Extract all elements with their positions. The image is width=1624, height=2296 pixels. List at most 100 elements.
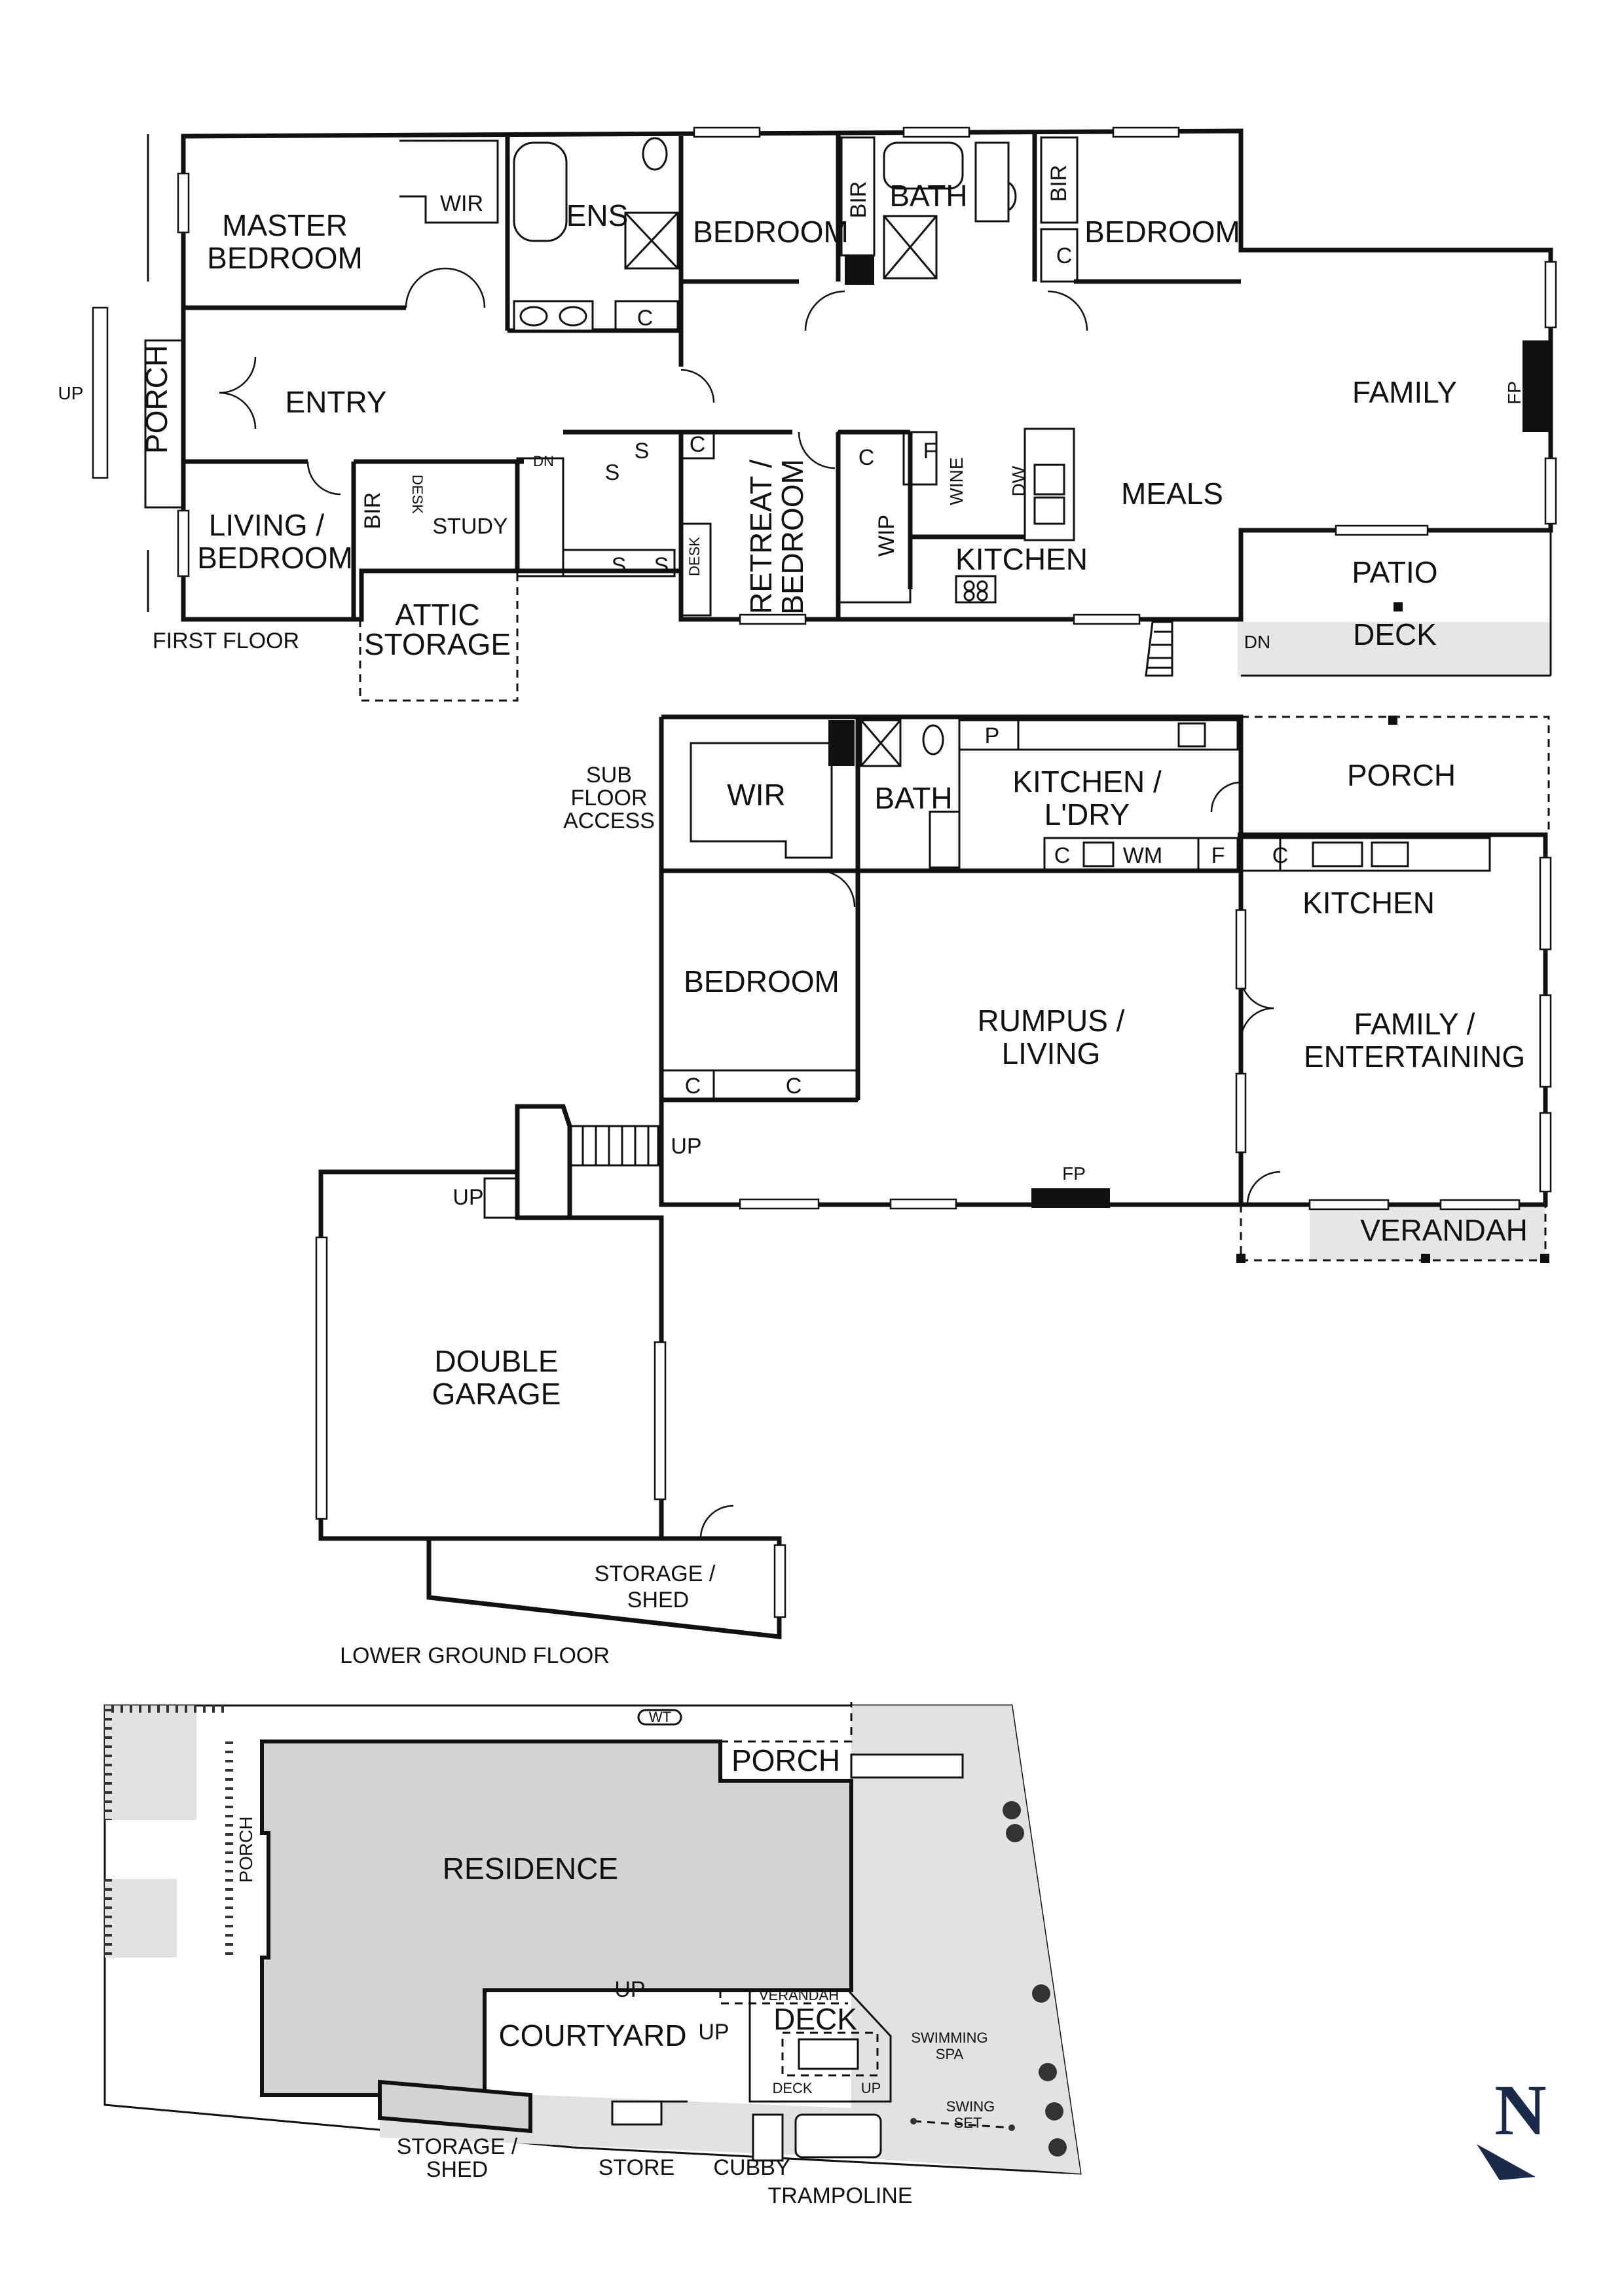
site-plan-labels: WT PORCH PORCH RESIDENCE UP VERANDAH DEC…: [236, 1709, 995, 2208]
label-verandah: VERANDAH: [1360, 1213, 1528, 1247]
label-retreat-bedroom-1: RETREAT /: [744, 460, 778, 614]
label-ens: ENS: [566, 198, 629, 232]
porch-steps: [92, 306, 109, 479]
lower-ground-labels: SUB FLOOR ACCESS WIR BATH P KITCHEN / L'…: [340, 723, 1528, 1668]
label-lower-c-2: C: [1272, 843, 1289, 868]
site-plan: [103, 1702, 1082, 2175]
label-retreat-bedroom-2: BEDROOM: [775, 459, 809, 615]
label-s-4: S: [654, 553, 669, 578]
water-tank: [637, 1709, 682, 1726]
label-desk-1: DESK: [409, 475, 426, 514]
label-lower-f: F: [1211, 843, 1225, 868]
trampoline: [794, 2113, 882, 2159]
label-family-entertaining-1: FAMILY /: [1354, 1007, 1475, 1041]
porch-outline: [144, 339, 183, 509]
swing-set: [913, 2120, 1012, 2129]
label-master-bedroom-2: BEDROOM: [207, 241, 363, 275]
lower-storage-shed-wall: [426, 1536, 782, 1639]
garage-door-left: [315, 1236, 328, 1520]
compass-arrow-icon: [1477, 2144, 1536, 2180]
first-floor-title: FIRST FLOOR: [153, 629, 299, 653]
store: [611, 2100, 663, 2126]
label-patio: PATIO: [1352, 555, 1437, 589]
label-bedroom-2: BEDROOM: [1084, 215, 1240, 249]
bath-column: [845, 255, 874, 285]
label-site-storage-shed-1: STORAGE /: [397, 2134, 518, 2159]
label-lower-c-4: C: [786, 1074, 802, 1099]
lower-column: [828, 720, 855, 766]
label-lower-up-2: UP: [452, 1185, 483, 1210]
first-floor-plan: [92, 126, 1557, 702]
label-c-2: C: [637, 306, 654, 331]
bath-tub: [883, 141, 964, 190]
label-site-porch-1: PORCH: [731, 1743, 840, 1777]
label-bir-2: BIR: [1046, 165, 1071, 202]
label-attic-storage-2: STORAGE: [364, 627, 511, 661]
label-swimming-spa-2: SPA: [936, 2046, 964, 2062]
label-wine: WINE: [946, 457, 967, 505]
label-site-up-1: UP: [614, 1977, 645, 2002]
label-lower-bedroom: BEDROOM: [684, 964, 840, 998]
label-family-entertaining-2: ENTERTAINING: [1304, 1040, 1525, 1074]
label-wir: WIR: [440, 191, 483, 216]
ens-toilet: [642, 137, 668, 171]
cubby: [752, 2113, 784, 2162]
label-lower-wir: WIR: [727, 778, 785, 812]
label-s-2: S: [605, 460, 620, 485]
label-store: STORE: [599, 2155, 675, 2180]
kitchen-cooktop: [955, 575, 997, 604]
label-bath: BATH: [889, 179, 967, 213]
label-kitchen: KITCHEN: [955, 542, 1088, 576]
label-site-verandah: VERANDAH: [759, 1987, 839, 2003]
label-site-deck-1: DECK: [773, 2002, 857, 2036]
label-dw: DW: [1008, 465, 1029, 496]
lower-ground-title: LOWER GROUND FLOOR: [340, 1643, 610, 1668]
label-up: UP: [58, 383, 84, 403]
label-wip: WIP: [874, 515, 899, 556]
compass-letter: N: [1494, 2070, 1546, 2150]
label-living-bedroom-1: LIVING /: [209, 508, 325, 542]
label-site-deck-2: DECK: [772, 2080, 812, 2096]
label-site-storage-shed-2: SHED: [426, 2157, 488, 2182]
verandah-outline: [1240, 1205, 1547, 1262]
label-swimming-spa-1: SWIMMING: [911, 2030, 987, 2046]
label-double-garage-2: GARAGE: [432, 1377, 561, 1411]
ens-bath: [513, 141, 568, 242]
deck-stairs: [1145, 621, 1173, 677]
lower-ground-floor-plan: [315, 714, 1552, 1639]
label-master-bedroom-1: MASTER: [222, 208, 348, 242]
label-dn-1: DN: [533, 453, 554, 469]
label-kitchen-ldry-2: L'DRY: [1044, 797, 1130, 831]
first-floor-labels: MASTER BEDROOM WIR ENS BEDROOM BIR BATH …: [58, 165, 1524, 661]
label-bir-1: BIR: [846, 181, 871, 219]
label-lower-bath: BATH: [874, 781, 952, 815]
label-courtyard: COURTYARD: [498, 2018, 686, 2052]
deck-area: [1238, 622, 1551, 676]
label-site-up-3: UP: [861, 2080, 881, 2096]
label-lower-kitchen: KITCHEN: [1302, 886, 1435, 920]
label-living-bedroom-2: BEDROOM: [197, 541, 353, 575]
attic-storage-outline: [359, 571, 519, 702]
label-site-up-2: UP: [698, 2020, 729, 2045]
label-meals: MEALS: [1121, 477, 1223, 511]
label-entry: ENTRY: [285, 385, 386, 419]
label-fp: FP: [1504, 381, 1524, 405]
label-residence: RESIDENCE: [443, 1851, 618, 1886]
label-lower-c-3: C: [685, 1074, 701, 1099]
label-rumpus-living-2: LIVING: [1002, 1036, 1101, 1070]
label-lower-fp: FP: [1062, 1163, 1086, 1184]
label-porch: PORCH: [139, 345, 174, 454]
label-dn-2: DN: [1244, 632, 1270, 652]
label-attic-storage-1: ATTIC: [395, 598, 479, 632]
label-study: STUDY: [432, 514, 507, 539]
label-swing-set-2: SET: [954, 2115, 982, 2131]
label-lower-storage-shed-2: SHED: [627, 1588, 689, 1613]
label-kitchen-ldry-1: KITCHEN /: [1012, 765, 1162, 799]
label-lower-wm: WM: [1123, 843, 1162, 868]
label-c-4: C: [858, 445, 875, 470]
family-fireplace: [1522, 340, 1549, 432]
tree: [1003, 1801, 1021, 1819]
label-desk-2: DESK: [686, 537, 703, 576]
site-storage-shed: [378, 2079, 532, 2134]
